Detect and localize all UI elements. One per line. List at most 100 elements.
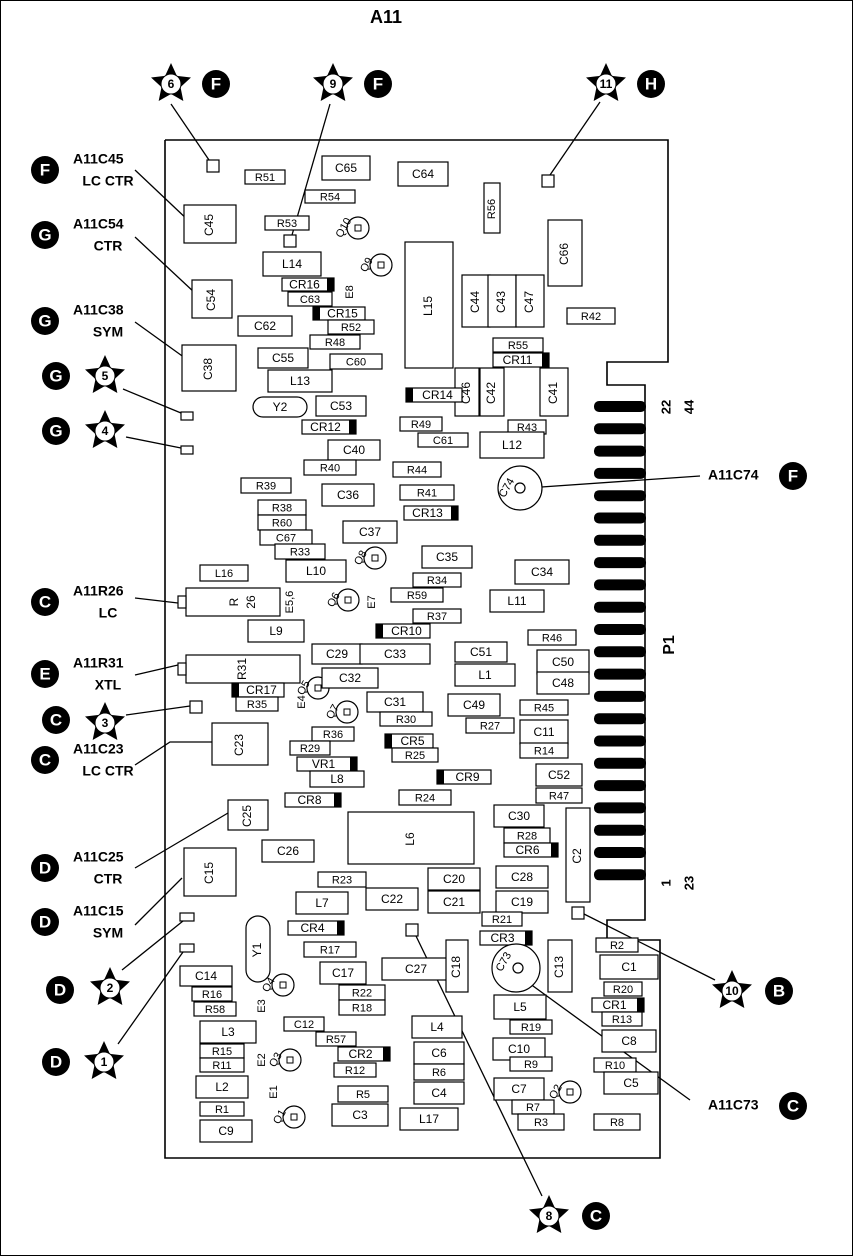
component-body	[509, 1056, 553, 1072]
trimmer-center	[514, 482, 526, 494]
component-body	[391, 747, 439, 763]
component-label: R43	[517, 422, 537, 434]
component-label: L6	[403, 832, 417, 846]
callout-label: A11C23	[73, 741, 124, 757]
letter-badge-text: B	[773, 981, 785, 1000]
letter-badge	[31, 660, 59, 688]
diode-cathode-band	[637, 998, 644, 1012]
component-body	[515, 274, 545, 328]
star-badge-number: 10	[725, 984, 739, 998]
component-body	[465, 717, 515, 734]
letter-badge-text: G	[49, 366, 62, 385]
transistor-tab	[371, 554, 379, 562]
component-body	[347, 811, 475, 865]
letter-badge-text: D	[54, 980, 66, 999]
component-body	[445, 939, 469, 993]
trimmer-center	[512, 962, 524, 974]
component-body	[309, 334, 361, 350]
diode-cathode-band	[525, 931, 532, 945]
component-body	[487, 274, 517, 328]
component-body	[289, 740, 331, 756]
component-label: E1	[268, 1085, 280, 1098]
letter-badge-text: E	[39, 664, 50, 683]
callout-label: A11R31	[73, 655, 124, 671]
edge-connector-pin	[594, 445, 646, 457]
component-label: C6	[431, 1046, 447, 1060]
test-point-pad	[180, 445, 194, 455]
component-label: C35	[436, 550, 458, 564]
star-badge-center	[160, 73, 182, 95]
diode-cathode-band	[406, 388, 413, 402]
letter-badge-text: G	[38, 225, 51, 244]
component-label: C46	[459, 382, 473, 404]
letter-badge-text: H	[645, 74, 657, 93]
component-body	[295, 891, 349, 915]
component-label: R24	[415, 792, 435, 804]
component-body	[539, 367, 569, 417]
component-body	[547, 939, 573, 993]
component-label: R33	[290, 546, 310, 558]
component-label: R29	[300, 743, 320, 755]
component-label: C3	[352, 1108, 368, 1122]
component-body	[247, 619, 305, 643]
component-label: CR11	[503, 353, 533, 367]
letter-badge-text: F	[40, 160, 50, 179]
component-label: C63	[300, 294, 320, 306]
component-label: C28	[511, 870, 533, 884]
component-body	[240, 477, 292, 494]
test-point-pad	[405, 923, 419, 937]
component-label: CR1	[602, 998, 626, 1012]
component-label: C31	[384, 695, 406, 709]
component-label: C37	[359, 525, 381, 539]
component-body	[193, 1001, 237, 1017]
component-body	[399, 484, 455, 501]
component-label: R52	[341, 322, 361, 334]
component-label: R55	[508, 340, 528, 352]
letter-badge-text: F	[211, 74, 221, 93]
component-label: C45	[202, 214, 216, 236]
pot-shaft	[177, 662, 187, 676]
component-body	[454, 641, 508, 663]
component-label: R54	[320, 191, 340, 203]
component-body	[404, 241, 454, 369]
star-badge-center	[322, 73, 344, 95]
component-label: R39	[256, 480, 276, 492]
letter-badge-text: C	[39, 750, 51, 769]
leader-line	[134, 169, 191, 223]
component-body	[262, 251, 322, 277]
component-body	[315, 1031, 357, 1047]
callout-label: A11C74	[708, 467, 759, 483]
edge-connector-pin	[594, 757, 646, 769]
edge-connector-pin	[594, 579, 646, 591]
component-label: C32	[339, 671, 361, 685]
component-label: C33	[384, 647, 406, 661]
component-body	[547, 219, 583, 287]
component-label: L15	[421, 296, 435, 316]
component-body	[417, 432, 469, 448]
component-body	[509, 1019, 553, 1035]
component-body	[304, 189, 356, 204]
diode-cathode-band	[383, 1047, 390, 1061]
leader-line	[170, 103, 210, 161]
leader-line	[121, 920, 184, 971]
edge-connector-pin	[594, 467, 646, 479]
letter-badge	[31, 307, 59, 335]
component-body	[601, 1011, 643, 1027]
test-point-pad	[180, 411, 194, 421]
component-label: R30	[396, 714, 416, 726]
leader-line	[134, 236, 196, 294]
callout-sublabel: SYM	[93, 925, 123, 941]
component-body	[493, 804, 545, 828]
component-label: E2	[256, 1053, 268, 1066]
letter-badge	[779, 1092, 807, 1120]
component-body	[514, 559, 570, 585]
component-label: R	[227, 597, 241, 606]
component-label: L16	[215, 568, 233, 580]
component-body	[535, 787, 583, 804]
component-body	[321, 667, 379, 689]
component-body	[199, 1057, 245, 1073]
component-label: R7	[526, 1102, 540, 1114]
component-body	[321, 155, 371, 181]
component-label: R44	[407, 464, 427, 476]
component-body	[261, 839, 315, 863]
